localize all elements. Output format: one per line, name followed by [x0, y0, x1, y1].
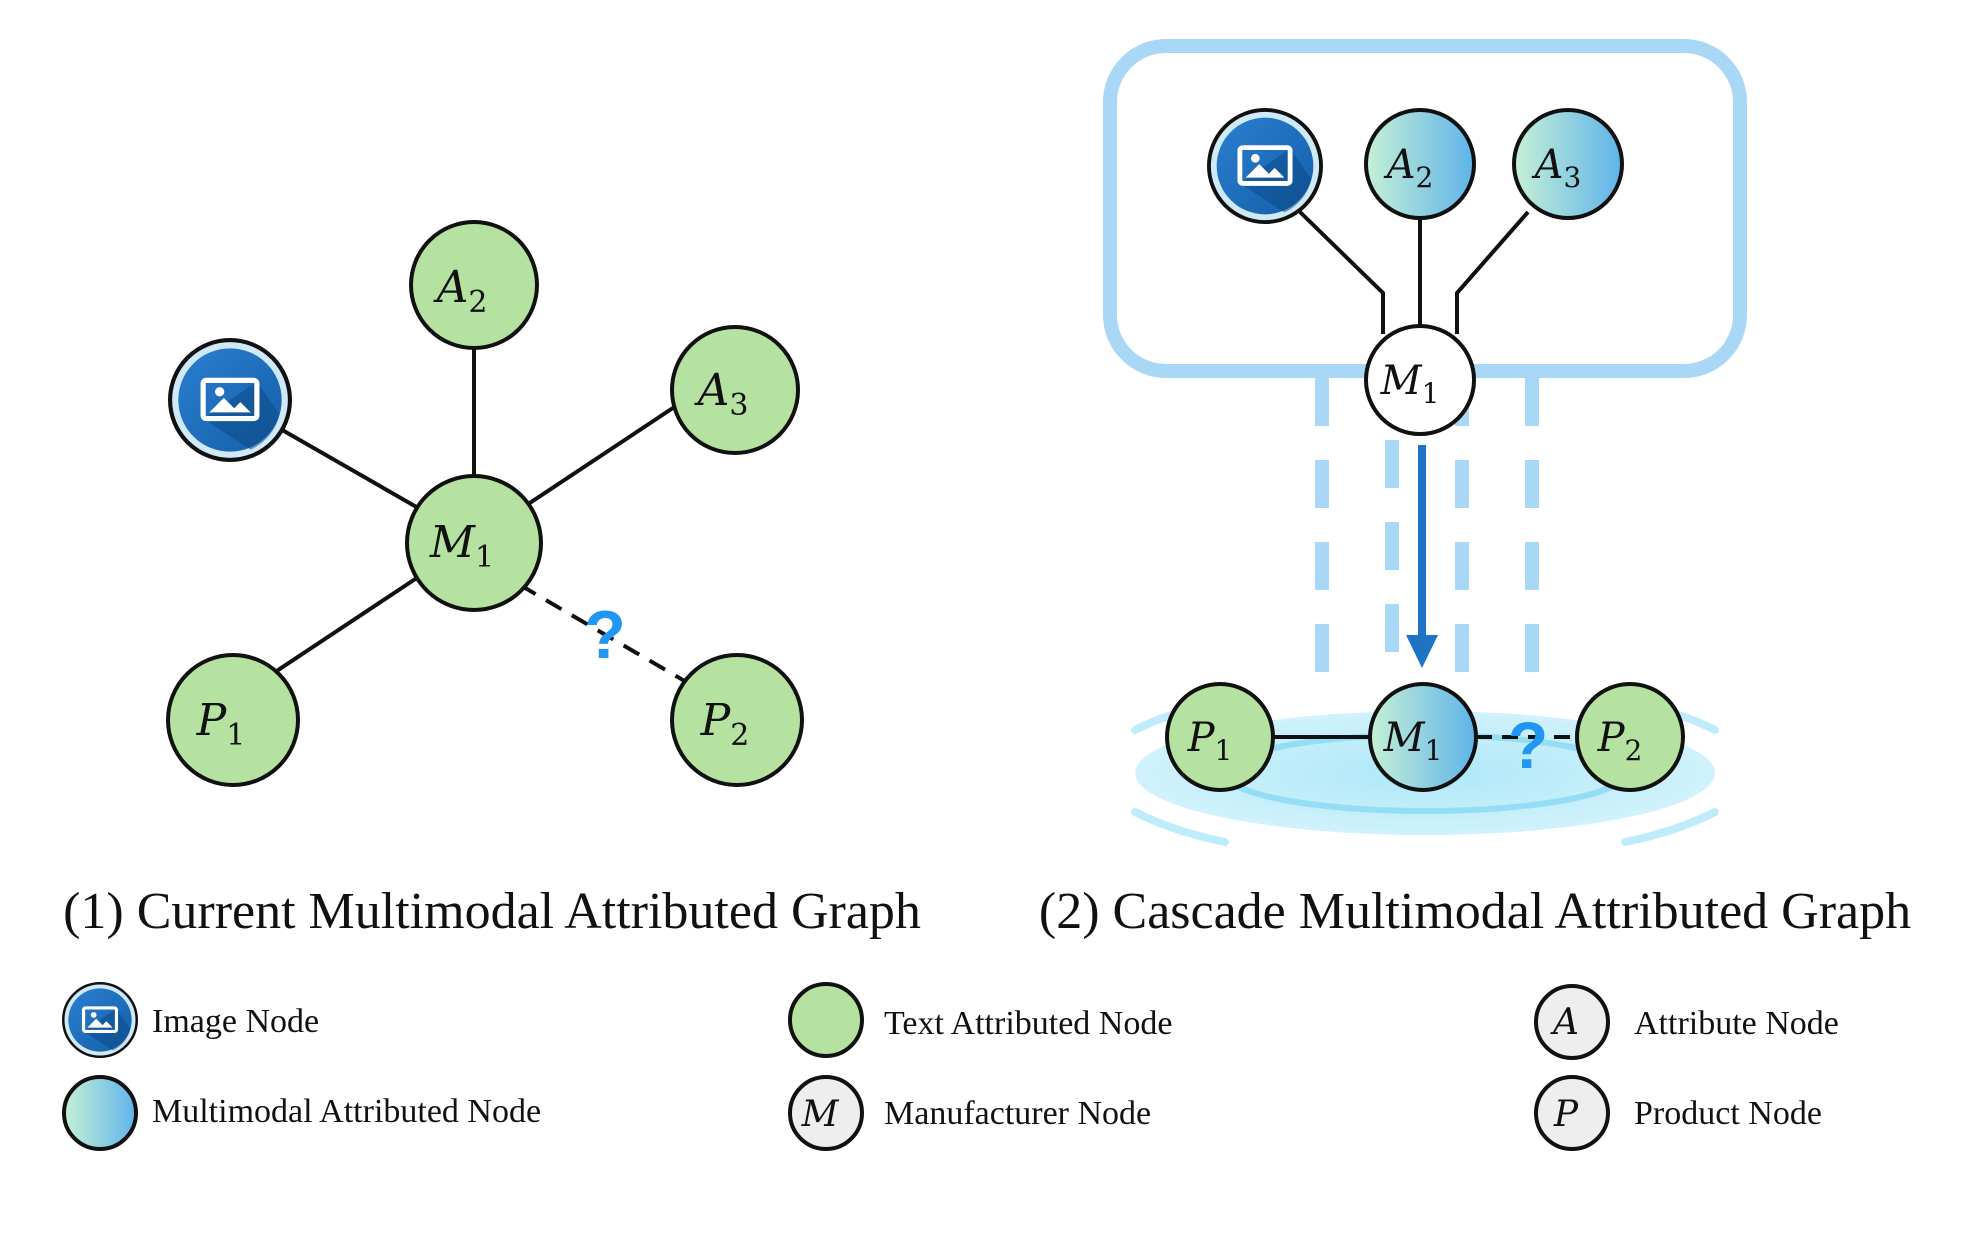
dashed-pillars [1315, 378, 1539, 680]
right-node-a3: A3 [1512, 108, 1624, 220]
svg-text:P2: P2 [1597, 715, 1643, 767]
legend-image-node: Image Node [62, 982, 319, 1058]
svg-text:A3: A3 [694, 365, 749, 423]
edge-m1-p2-missing [518, 583, 702, 692]
svg-text:A: A [1550, 1002, 1579, 1043]
svg-text:A2: A2 [433, 262, 488, 320]
svg-text:Product Node: Product Node [1634, 1095, 1822, 1132]
svg-text:M: M [801, 1094, 840, 1135]
svg-text:M1: M1 [1383, 715, 1443, 767]
svg-text:M1: M1 [429, 517, 494, 575]
legend-product-node: P Product Node [1534, 1075, 1822, 1151]
svg-text:P2: P2 [700, 695, 750, 753]
svg-text:P1: P1 [1187, 715, 1233, 767]
legend-multimodal-node: Multimodal Attributed Node [62, 1075, 541, 1151]
svg-text:P1: P1 [196, 695, 246, 753]
left-graph: ? A2 A3 M1 P1 P2 (1) Current Multimodal … [63, 220, 921, 940]
image-icon [62, 982, 138, 1058]
svg-text:A2: A2 [1383, 142, 1434, 194]
right-top-edges [1298, 210, 1530, 334]
right-node-a2: A2 [1364, 108, 1476, 220]
left-node-image [170, 340, 290, 460]
right-node-m1-bottom: M1 [1368, 682, 1478, 792]
svg-text:Image Node: Image Node [152, 1003, 319, 1040]
right-graph-caption: (2) Cascade Multimodal Attributed Graph [1039, 883, 1911, 940]
right-node-p1: P1 [1165, 682, 1275, 792]
legend: Image Node Multimodal Attributed Node Te… [62, 982, 1839, 1151]
right-node-image [1209, 110, 1321, 222]
left-graph-caption: (1) Current Multimodal Attributed Graph [63, 883, 921, 940]
legend-text-attributed-node: Text Attributed Node [788, 982, 1172, 1058]
left-node-p2: P2 [670, 653, 804, 787]
svg-text:P: P [1553, 1094, 1579, 1135]
svg-text:Multimodal Attributed Node: Multimodal Attributed Node [152, 1093, 541, 1130]
left-node-a3: A3 [670, 325, 800, 455]
cascade-arrow [1406, 445, 1438, 668]
svg-text:Text Attributed Node: Text Attributed Node [884, 1005, 1172, 1042]
image-icon [170, 340, 290, 460]
left-node-m1: M1 [405, 474, 543, 612]
svg-text:A3: A3 [1531, 142, 1582, 194]
right-graph: A2 A3 M1 ? P1 M1 [1039, 39, 1911, 940]
right-node-m1-top: M1 [1364, 324, 1476, 436]
legend-manufacturer-node: M Manufacturer Node [788, 1075, 1151, 1151]
left-node-p1: P1 [166, 653, 300, 787]
image-icon [1209, 110, 1321, 222]
left-node-a2: A2 [409, 220, 539, 350]
svg-text:M1: M1 [1380, 358, 1440, 410]
right-node-p2: P2 [1575, 682, 1685, 792]
left-missing-link-question: ? [584, 597, 626, 673]
legend-attribute-node: A Attribute Node [1534, 984, 1839, 1060]
svg-text:Attribute Node: Attribute Node [1634, 1005, 1839, 1042]
right-missing-link-question: ? [1508, 708, 1548, 782]
svg-text:Manufacturer Node: Manufacturer Node [884, 1095, 1151, 1132]
